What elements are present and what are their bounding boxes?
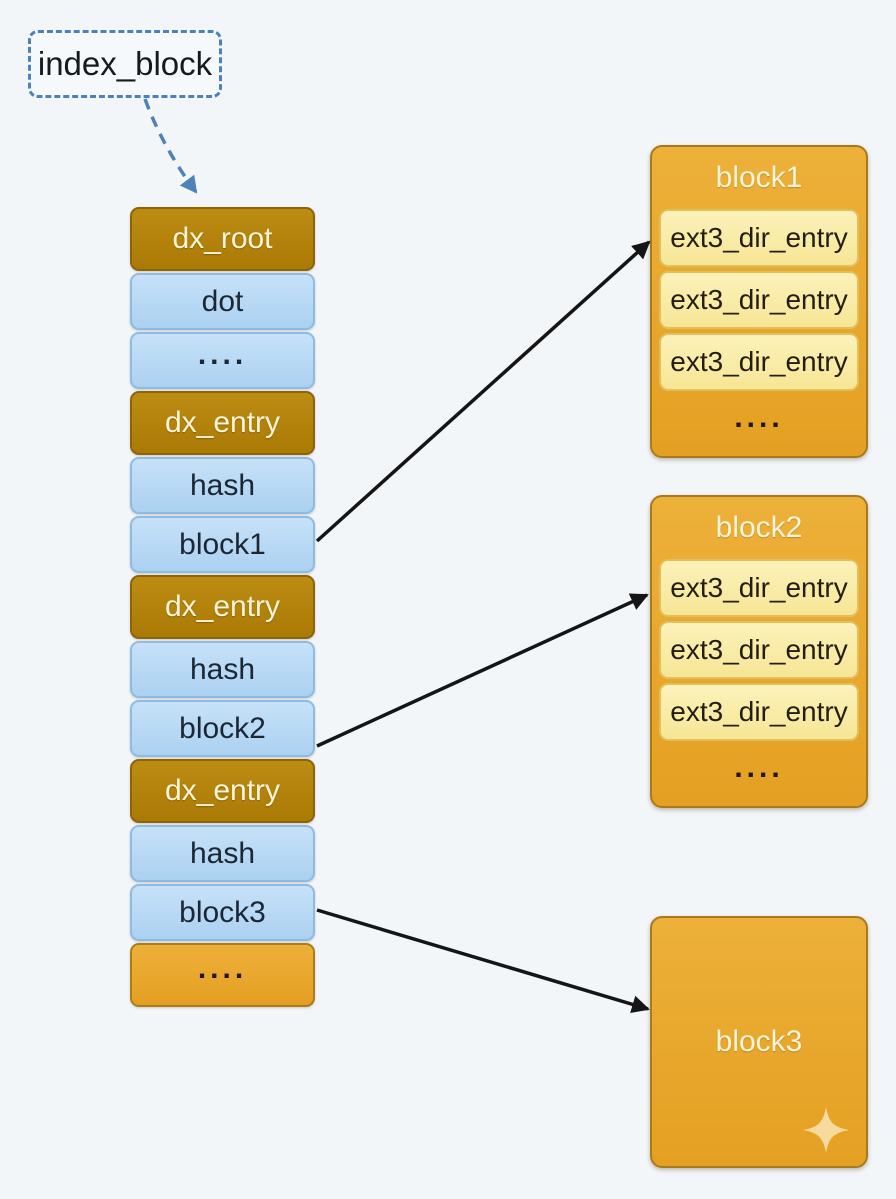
block1-box: block1 ext3_dir_entry ext3_dir_entry ext… — [650, 145, 868, 458]
row-label: dot — [201, 284, 244, 318]
index-row-dx-root: dx_root — [130, 207, 315, 271]
dir-entry: ext3_dir_entry — [659, 271, 859, 329]
dir-entry: ext3_dir_entry — [659, 333, 859, 391]
more-dots: .... — [734, 750, 784, 784]
index-row-hash-2: hash — [130, 641, 315, 698]
row-label: block3 — [179, 895, 266, 929]
row-label: .... — [197, 952, 248, 985]
row-label: dx_entry — [164, 590, 281, 623]
index-block-label-text: index_block — [37, 45, 213, 82]
row-label: hash — [189, 836, 256, 870]
block3-box: block3 — [650, 916, 868, 1168]
row-label: .... — [197, 337, 248, 371]
row-label: block1 — [179, 527, 266, 561]
block1-title: block1 — [715, 161, 803, 194]
row-label: dx_entry — [164, 406, 281, 439]
index-row-block1-ref: block1 — [130, 516, 315, 573]
dir-entry: ext3_dir_entry — [659, 683, 859, 741]
index-row-block2-ref: block2 — [130, 700, 315, 757]
dir-entry: ext3_dir_entry — [659, 209, 859, 267]
index-row-hash-1: hash — [130, 457, 315, 514]
index-row-ellipsis: .... — [130, 332, 315, 389]
dir-entry: ext3_dir_entry — [659, 621, 859, 679]
index-row-dot: dot — [130, 273, 315, 330]
block1-entries: ext3_dir_entry ext3_dir_entry ext3_dir_e… — [652, 209, 866, 391]
index-row-block3-ref: block3 — [130, 884, 315, 941]
index-table: dx_root dot .... dx_entry hash block1 dx… — [130, 207, 315, 1007]
arrow-to-block2 — [316, 593, 649, 748]
dir-entry: ext3_dir_entry — [659, 559, 859, 617]
index-row-dx-entry-3: dx_entry — [130, 759, 315, 823]
index-row-more: .... — [130, 943, 315, 1007]
block3-title: block3 — [715, 1025, 803, 1058]
index-pointer-arrow — [143, 98, 198, 194]
arrow-to-block1 — [315, 240, 651, 543]
block1-more: .... — [652, 391, 866, 456]
row-label: hash — [189, 652, 256, 686]
index-block-label: index_block — [28, 30, 222, 98]
row-label: block2 — [179, 711, 266, 745]
block2-box: block2 ext3_dir_entry ext3_dir_entry ext… — [650, 495, 868, 808]
arrow-to-block3 — [316, 908, 650, 1014]
block2-title: block2 — [715, 511, 803, 544]
block2-more: .... — [652, 741, 866, 806]
more-dots: .... — [734, 400, 784, 434]
sparkle-icon — [803, 1107, 849, 1153]
row-label: dx_root — [172, 222, 273, 255]
index-row-hash-3: hash — [130, 825, 315, 882]
index-row-dx-entry-1: dx_entry — [130, 391, 315, 455]
index-row-dx-entry-2: dx_entry — [130, 575, 315, 639]
block2-entries: ext3_dir_entry ext3_dir_entry ext3_dir_e… — [652, 559, 866, 741]
row-label: dx_entry — [164, 774, 281, 807]
row-label: hash — [189, 468, 256, 502]
